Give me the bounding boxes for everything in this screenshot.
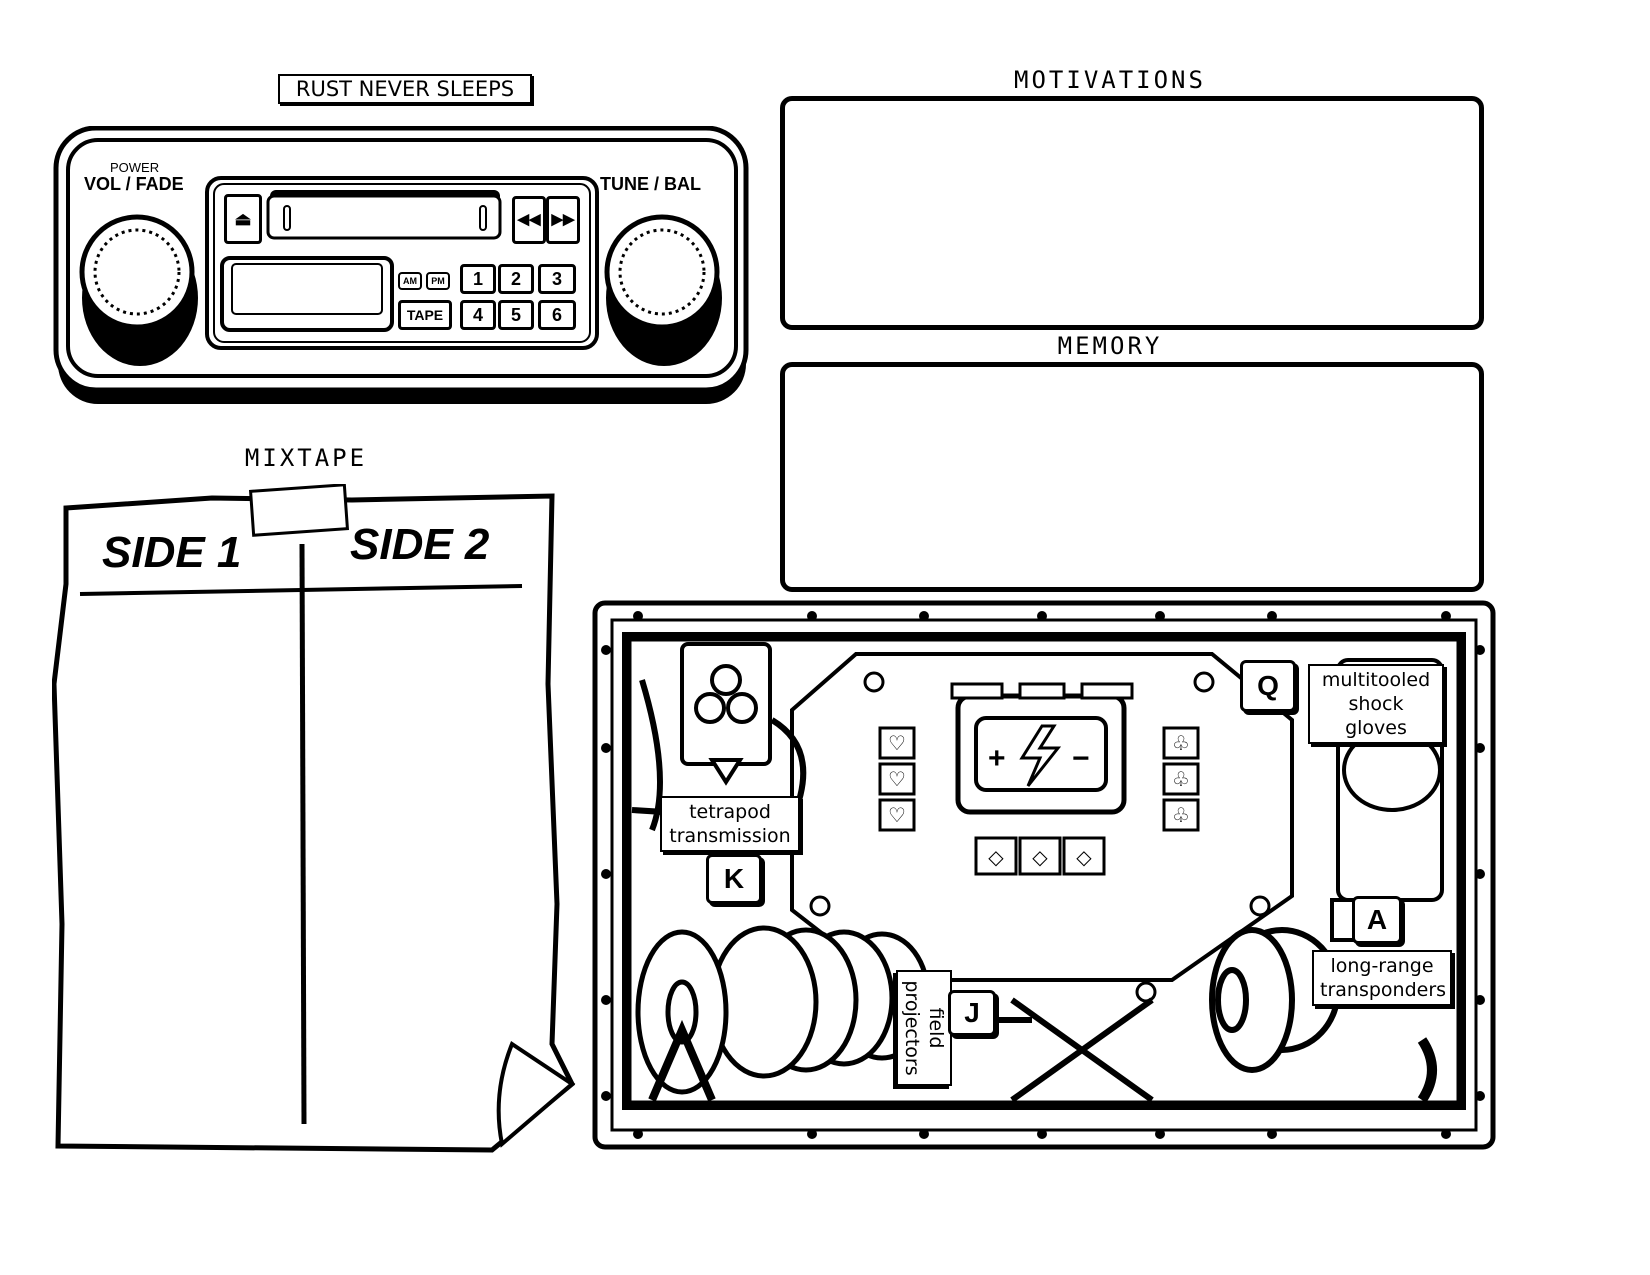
side-1-tracklist[interactable] (76, 604, 296, 1124)
club-icon: ♧ (1172, 733, 1190, 755)
tune-bal-label: TUNE / BAL (600, 174, 701, 194)
club-icon: ♧ (1172, 805, 1190, 827)
diamond-icon: ◇ (1076, 847, 1092, 869)
heart-icon: ♡ (888, 805, 906, 827)
diamond-icon: ◇ (988, 847, 1004, 869)
j-callout: field projectors (896, 970, 952, 1086)
side-2-heading: SIDE 2 (350, 520, 490, 569)
side-2-tracklist[interactable] (310, 604, 540, 1124)
power-label: POWER (110, 160, 160, 175)
rewind-icon: ◀◀ (517, 211, 541, 228)
club-icon: ♧ (1172, 769, 1190, 791)
pm-button[interactable]: PM (426, 272, 450, 290)
battery-module: + − (950, 682, 1134, 815)
svg-text:−: − (1072, 742, 1090, 775)
tape-button[interactable]: TAPE (398, 300, 452, 330)
k-callout: tetrapod transmission (660, 796, 800, 852)
vol-fade-label: VOL / FADE (84, 174, 184, 194)
motivations-title: MOTIVATIONS (1014, 66, 1206, 94)
preset-6-button[interactable]: 6 (538, 300, 576, 330)
mixtape-title: MIXTAPE (244, 444, 368, 472)
preset-3-button[interactable]: 3 (538, 264, 576, 294)
preset-2-button[interactable]: 2 (498, 264, 534, 294)
motivations-box[interactable] (780, 96, 1484, 330)
fastforward-icon: ▶▶ (551, 211, 575, 228)
am-button[interactable]: AM (398, 272, 422, 290)
q-key[interactable]: Q (1240, 660, 1296, 712)
a-key[interactable]: A (1352, 896, 1402, 944)
q-callout: multitooled shock gloves (1308, 664, 1444, 744)
car-radio: POWER VOL / FADE TUNE / BAL ⏏ ◀◀ ▶▶ AM P… (52, 125, 752, 410)
eject-icon: ⏏ (234, 209, 252, 229)
volume-knob[interactable] (79, 214, 198, 366)
tune-knob[interactable] (604, 214, 722, 366)
memory-box[interactable] (780, 362, 1484, 592)
a-callout: long-range transponders (1312, 950, 1452, 1006)
preset-1-button[interactable]: 1 (460, 264, 496, 294)
heart-icon: ♡ (888, 769, 906, 791)
machine-panel: + − ♡ ♡ ♡ ♧ ♧ ♧ ◇ ◇ ◇ (592, 600, 1496, 1150)
mixtape-sheet: SIDE 1 SIDE 2 (51, 483, 582, 1164)
svg-text:+: + (988, 742, 1006, 775)
eject-button[interactable]: ⏏ (224, 194, 262, 244)
radio-label-strip: RUST NEVER SLEEPS (278, 74, 532, 104)
k-key[interactable]: K (706, 854, 762, 904)
preset-4-button[interactable]: 4 (460, 300, 496, 330)
side-1-heading: SIDE 1 (102, 528, 242, 577)
j-key[interactable]: J (948, 990, 996, 1036)
fastforward-button[interactable]: ▶▶ (546, 196, 580, 244)
rewind-button[interactable]: ◀◀ (512, 196, 546, 244)
heart-icon: ♡ (888, 733, 906, 755)
diamond-icon: ◇ (1032, 847, 1048, 869)
preset-5-button[interactable]: 5 (498, 300, 534, 330)
memory-title: MEMORY (1057, 332, 1163, 360)
